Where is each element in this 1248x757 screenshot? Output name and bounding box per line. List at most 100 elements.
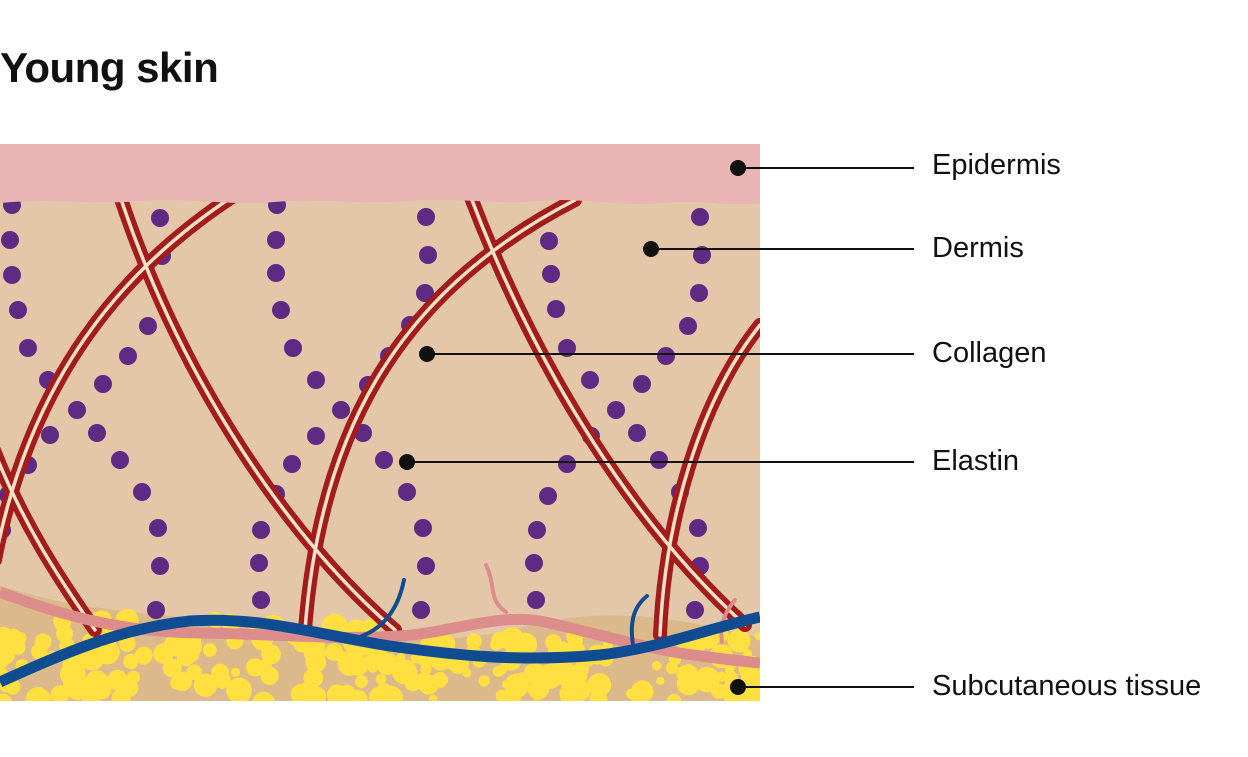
fat-globule <box>123 653 139 670</box>
fat-globule <box>666 694 682 701</box>
fat-globule <box>576 663 589 676</box>
fat-globule <box>346 689 368 701</box>
fat-globule <box>172 671 193 692</box>
fat-globule <box>260 658 272 671</box>
fat-globule <box>25 687 51 701</box>
elastin-dot <box>267 264 285 282</box>
elastin-dot <box>139 317 157 335</box>
callout-elastin <box>399 454 914 470</box>
fat-globule <box>631 680 654 701</box>
elastin-dot <box>679 317 697 335</box>
callout-epidermis <box>730 160 914 176</box>
fat-globule <box>462 668 472 678</box>
elastin-dot <box>252 521 270 539</box>
artery-branch <box>629 594 649 647</box>
fat-globule <box>545 634 562 651</box>
fat-globule <box>325 643 343 661</box>
elastin-dot <box>690 284 708 302</box>
fat-globule <box>694 666 720 693</box>
elastin-dot <box>540 232 558 250</box>
fat-globule <box>0 693 13 701</box>
artery-vessel <box>0 611 760 688</box>
elastin-dot <box>68 401 86 419</box>
fat-globule <box>361 620 373 631</box>
fat-globule <box>0 646 15 665</box>
fat-globule <box>432 672 448 688</box>
fat-globule <box>91 679 112 700</box>
elastin-dot <box>412 601 430 619</box>
label-dermis: Dermis <box>932 232 1024 264</box>
label-epidermis: Epidermis <box>932 149 1061 181</box>
fat-globule <box>134 646 153 665</box>
callout-marker <box>419 346 435 362</box>
elastin-dot <box>527 591 545 609</box>
elastin-dot <box>416 284 434 302</box>
fat-globule <box>527 678 550 700</box>
elastin-dot <box>94 375 112 393</box>
elastin-dot <box>332 401 350 419</box>
callout-marker <box>399 454 415 470</box>
fat-globule <box>404 673 422 692</box>
elastin-dot <box>528 521 546 539</box>
fat-globule <box>490 638 503 651</box>
fat-globule <box>651 661 662 671</box>
elastin-dot <box>111 451 129 469</box>
elastin-dot <box>686 601 704 619</box>
fat-globule <box>376 652 399 676</box>
elastin-dot <box>558 455 576 473</box>
fat-globule <box>377 685 403 701</box>
fat-globule <box>375 674 387 685</box>
fat-globule <box>429 694 438 701</box>
fat-globule <box>743 649 753 658</box>
label-collagen: Collagen <box>932 337 1047 369</box>
elastin-dot <box>19 339 37 357</box>
fat-globule <box>587 673 612 697</box>
elastin-dot <box>307 427 325 445</box>
elastin-dot <box>147 601 165 619</box>
elastin-dot <box>283 455 301 473</box>
epidermis-layer <box>0 144 760 205</box>
elastin-dot <box>558 339 576 357</box>
elastin-dot <box>272 301 290 319</box>
fat-globule <box>594 699 603 701</box>
callout-collagen <box>419 346 914 362</box>
fat-globule <box>54 692 67 701</box>
elastin-dot <box>9 301 27 319</box>
fat-globule <box>13 631 27 645</box>
elastin-dot <box>691 208 709 226</box>
fat-globule <box>260 666 279 686</box>
fat-globule <box>34 633 52 651</box>
label-elastin: Elastin <box>932 445 1020 477</box>
fat-globule <box>504 673 529 698</box>
fat-globule <box>567 634 582 649</box>
callout-subcutaneous <box>730 679 914 695</box>
elastin-dot <box>547 300 565 318</box>
fat-globule <box>735 642 746 653</box>
fat-globule <box>0 626 16 652</box>
elastin-dot <box>375 451 393 469</box>
fat-globule <box>211 663 230 682</box>
callout-marker <box>730 679 746 695</box>
elastin-dot <box>398 483 416 501</box>
fat-globule <box>226 677 252 701</box>
elastin-dot <box>151 209 169 227</box>
elastin-dot <box>628 424 646 442</box>
fat-globule <box>466 633 482 649</box>
fat-globule <box>126 670 140 684</box>
callout-marker <box>730 160 746 176</box>
capillary-branch <box>484 563 508 614</box>
elastin-dot <box>650 451 668 469</box>
fat-globule <box>492 665 505 677</box>
elastin-dot <box>3 266 21 284</box>
elastin-dot <box>149 519 167 537</box>
elastin-dot <box>525 554 543 572</box>
page-title: Young skin <box>0 44 219 91</box>
elastin-dot <box>419 246 437 264</box>
fat-globule <box>396 652 406 662</box>
fat-globule <box>252 691 275 701</box>
fat-globule <box>162 658 182 678</box>
fat-globule <box>478 675 490 687</box>
callout-marker <box>643 241 659 257</box>
elastin-dot <box>657 347 675 365</box>
